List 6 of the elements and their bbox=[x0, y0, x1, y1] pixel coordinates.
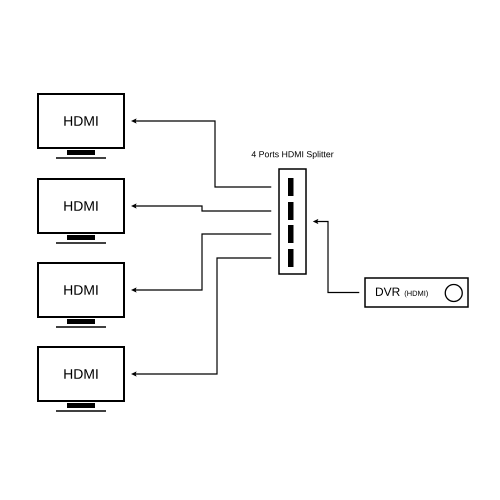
monitor-screen: HDMI bbox=[37, 93, 125, 149]
monitor-screen: HDMI bbox=[37, 262, 125, 318]
node-label: 4 Ports HDMI Splitter bbox=[252, 150, 334, 160]
monitor-screen: HDMI bbox=[37, 346, 125, 402]
monitor-screen: HDMI bbox=[37, 178, 125, 234]
splitter-box: 4 Ports HDMI Splitter bbox=[252, 150, 334, 275]
